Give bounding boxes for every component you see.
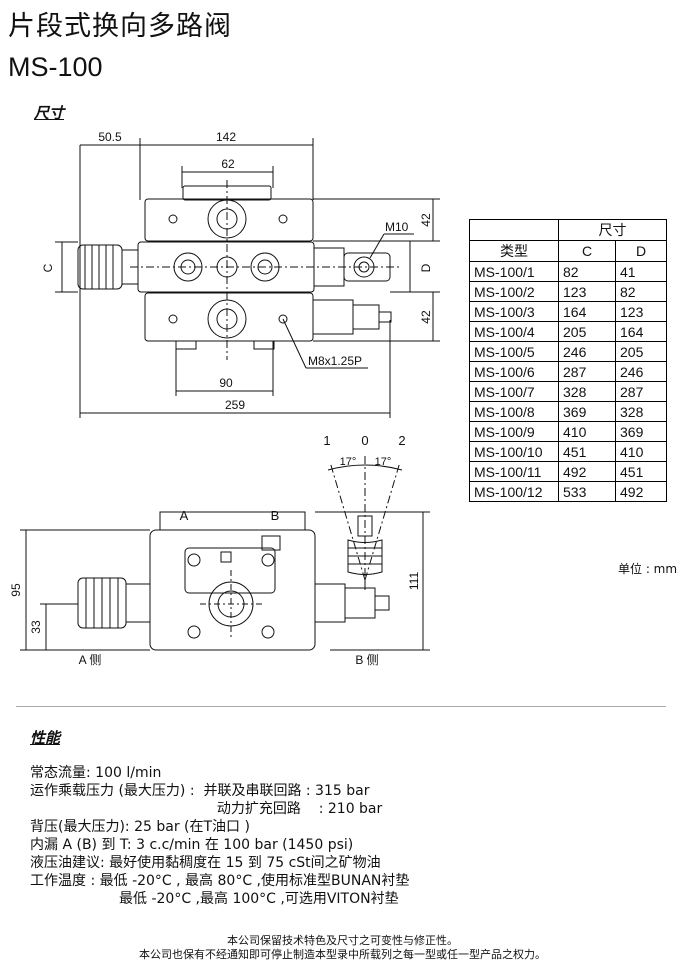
cell-type: MS-100/1 [469, 261, 559, 282]
cell-c: 246 [558, 341, 616, 362]
unit-label: 单位 : mm [618, 562, 678, 576]
cell-type: MS-100/2 [469, 281, 559, 302]
section-dimensions-heading: 尺寸 [34, 104, 65, 122]
label-m10: M10 [385, 220, 409, 234]
page-title: 片段式换向多路阀 [8, 11, 232, 42]
lever-pos-0: 0 [361, 433, 368, 448]
cell-c: 451 [558, 441, 616, 462]
model-number: MS-100 [8, 52, 103, 82]
dim-259: 259 [225, 398, 245, 412]
cell-c: 205 [558, 321, 616, 342]
label-c: C [41, 263, 55, 272]
dim-142: 142 [216, 130, 236, 144]
dim-50-5: 50.5 [98, 130, 122, 144]
dim-42-lower: 42 [419, 310, 433, 324]
cell-c: 369 [558, 401, 616, 422]
angle-right: 17° [375, 456, 392, 468]
cell-type: MS-100/9 [469, 421, 559, 442]
table-header-blank [469, 219, 559, 241]
spec-line: 工作温度 : 最低 -20°C , 最高 80°C ,使用标准型BUNAN衬垫 [30, 873, 410, 889]
cell-c: 533 [558, 481, 616, 502]
performance-specs: 常态流量: 100 l/min 运作乘载压力 (最大压力) : 并联及串联回路 :… [30, 764, 409, 908]
dim-95: 95 [9, 583, 23, 597]
cell-type: MS-100/8 [469, 401, 559, 422]
spec-line: 液压油建议: 最好使用黏稠度在 15 到 75 cSt间之矿物油 [30, 855, 381, 871]
footer-line-2: 本公司也保有不经通知即可停止制造本型录中所载列之每一型或任一型产品之权力。 [139, 948, 546, 961]
port-a: A [180, 508, 189, 523]
dim-42-upper: 42 [419, 213, 433, 227]
table-header-d: D [615, 240, 667, 262]
dim-90: 90 [219, 376, 233, 390]
dim-62: 62 [221, 157, 235, 171]
port-b: B [271, 508, 280, 523]
spec-line: 背压(最大压力): 25 bar (在T油口 ) [30, 819, 250, 835]
footer-line-1: 本公司保留技术特色及尺寸之可变性与修正性。 [227, 934, 458, 947]
dim-33: 33 [29, 620, 43, 634]
cell-d: 451 [615, 461, 667, 482]
valve-drawing: 50.5 142 62 42 42 M10 C D M8x1.25P 90 25… [9, 130, 440, 667]
cell-type: MS-100/12 [469, 481, 559, 502]
cell-d: 287 [615, 381, 667, 402]
angle-left: 17° [340, 456, 357, 468]
lever-pos-1: 1 [323, 433, 330, 448]
cell-d: 410 [615, 441, 667, 462]
table-header-dims: 尺寸 [558, 219, 667, 241]
spec-line: 最低 -20°C ,最高 100°C ,可选用VITON衬垫 [30, 891, 399, 907]
spec-line: 内漏 A (B) 到 T: 3 c.c/min 在 100 bar (1450 … [30, 837, 354, 853]
spec-line: 动力扩充回路 : 210 bar [30, 801, 383, 817]
cell-type: MS-100/10 [469, 441, 559, 462]
cell-d: 82 [615, 281, 667, 302]
section-performance-heading: 性能 [30, 729, 61, 747]
cell-type: MS-100/3 [469, 301, 559, 322]
table-header-c: C [558, 240, 616, 262]
cell-d: 492 [615, 481, 667, 502]
cell-type: MS-100/11 [469, 461, 559, 482]
table-header-type: 类型 [469, 240, 559, 262]
cell-c: 328 [558, 381, 616, 402]
cell-c: 410 [558, 421, 616, 442]
cell-type: MS-100/7 [469, 381, 559, 402]
label-d: D [419, 263, 433, 272]
cell-type: MS-100/4 [469, 321, 559, 342]
lever-pos-2: 2 [398, 433, 405, 448]
cell-d: 328 [615, 401, 667, 422]
side-b-label: B 侧 [355, 653, 378, 667]
cell-c: 82 [558, 261, 616, 282]
cell-c: 287 [558, 361, 616, 382]
spec-line: 常态流量: 100 l/min [30, 765, 162, 781]
cell-d: 246 [615, 361, 667, 382]
cell-type: MS-100/5 [469, 341, 559, 362]
cell-d: 41 [615, 261, 667, 282]
side-a-label: A 侧 [79, 653, 102, 667]
cell-c: 492 [558, 461, 616, 482]
cell-c: 123 [558, 281, 616, 302]
label-m8: M8x1.25P [308, 354, 362, 368]
cell-d: 369 [615, 421, 667, 442]
cell-d: 123 [615, 301, 667, 322]
cell-d: 205 [615, 341, 667, 362]
dim-111: 111 [407, 572, 421, 591]
cell-d: 164 [615, 321, 667, 342]
cell-type: MS-100/6 [469, 361, 559, 382]
cell-c: 164 [558, 301, 616, 322]
divider [16, 706, 666, 707]
spec-line: 运作乘载压力 (最大压力) : 并联及串联回路 : 315 bar [30, 783, 370, 799]
